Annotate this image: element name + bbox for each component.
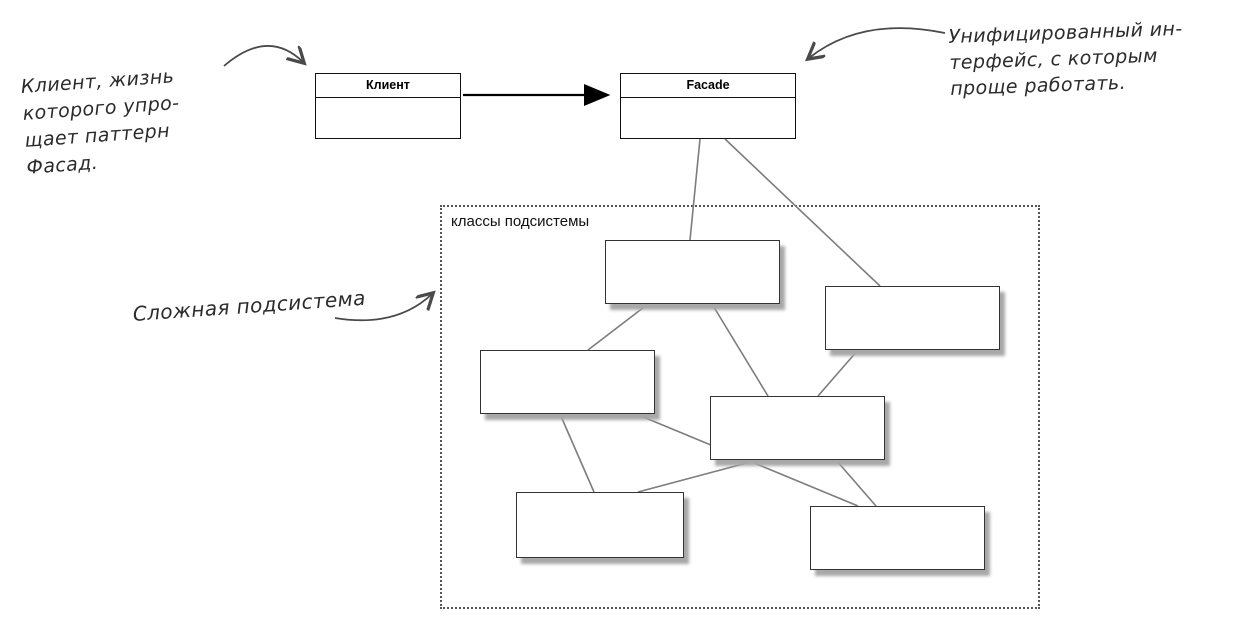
- client-class-title: Клиент: [316, 74, 460, 98]
- facade-class-body: [621, 98, 795, 138]
- connector-boxC-to-boxF: [635, 413, 859, 507]
- client-note-arrow: [223, 45, 303, 67]
- subsystem-container: классы подсистемы: [440, 205, 1040, 609]
- subsystem-class-box-5: [516, 492, 684, 558]
- connector-boxC-to-boxE: [559, 413, 595, 493]
- subsystem-connectors: [559, 138, 881, 507]
- connector-facade-to-boxA: [689, 138, 701, 241]
- client-class-box: Клиент: [315, 73, 461, 139]
- subsystem-class-box-1: [605, 240, 780, 304]
- connector-facade-to-boxB: [724, 138, 881, 287]
- facade-note-arrow: [809, 27, 946, 58]
- subsystem-class-box-2: [825, 286, 1000, 350]
- subsystem-class-box-6: [810, 506, 985, 570]
- connector-boxA-to-boxD: [711, 303, 769, 397]
- subsystem-label: классы подсистемы: [451, 213, 590, 230]
- connector-boxB-to-boxD: [817, 349, 859, 397]
- connector-boxD-to-boxF: [835, 459, 877, 507]
- client-annotation: Клиент, жизнь которого упро- щает паттер…: [20, 63, 184, 182]
- facade-annotation: Унифицированный ин- терфейс, с которым п…: [948, 16, 1185, 102]
- hand-drawn-arrows: [223, 27, 946, 322]
- connector-boxA-to-boxC: [587, 303, 649, 351]
- connector-boxD-to-boxE: [637, 459, 759, 493]
- client-class-body: [316, 98, 460, 138]
- facade-class-title: Facade: [621, 74, 795, 98]
- subsystem-class-box-4: [710, 396, 885, 460]
- facade-class-box: Facade: [620, 73, 796, 139]
- subsystem-class-box-3: [480, 350, 655, 414]
- subsystem-note-arrow: [334, 294, 432, 322]
